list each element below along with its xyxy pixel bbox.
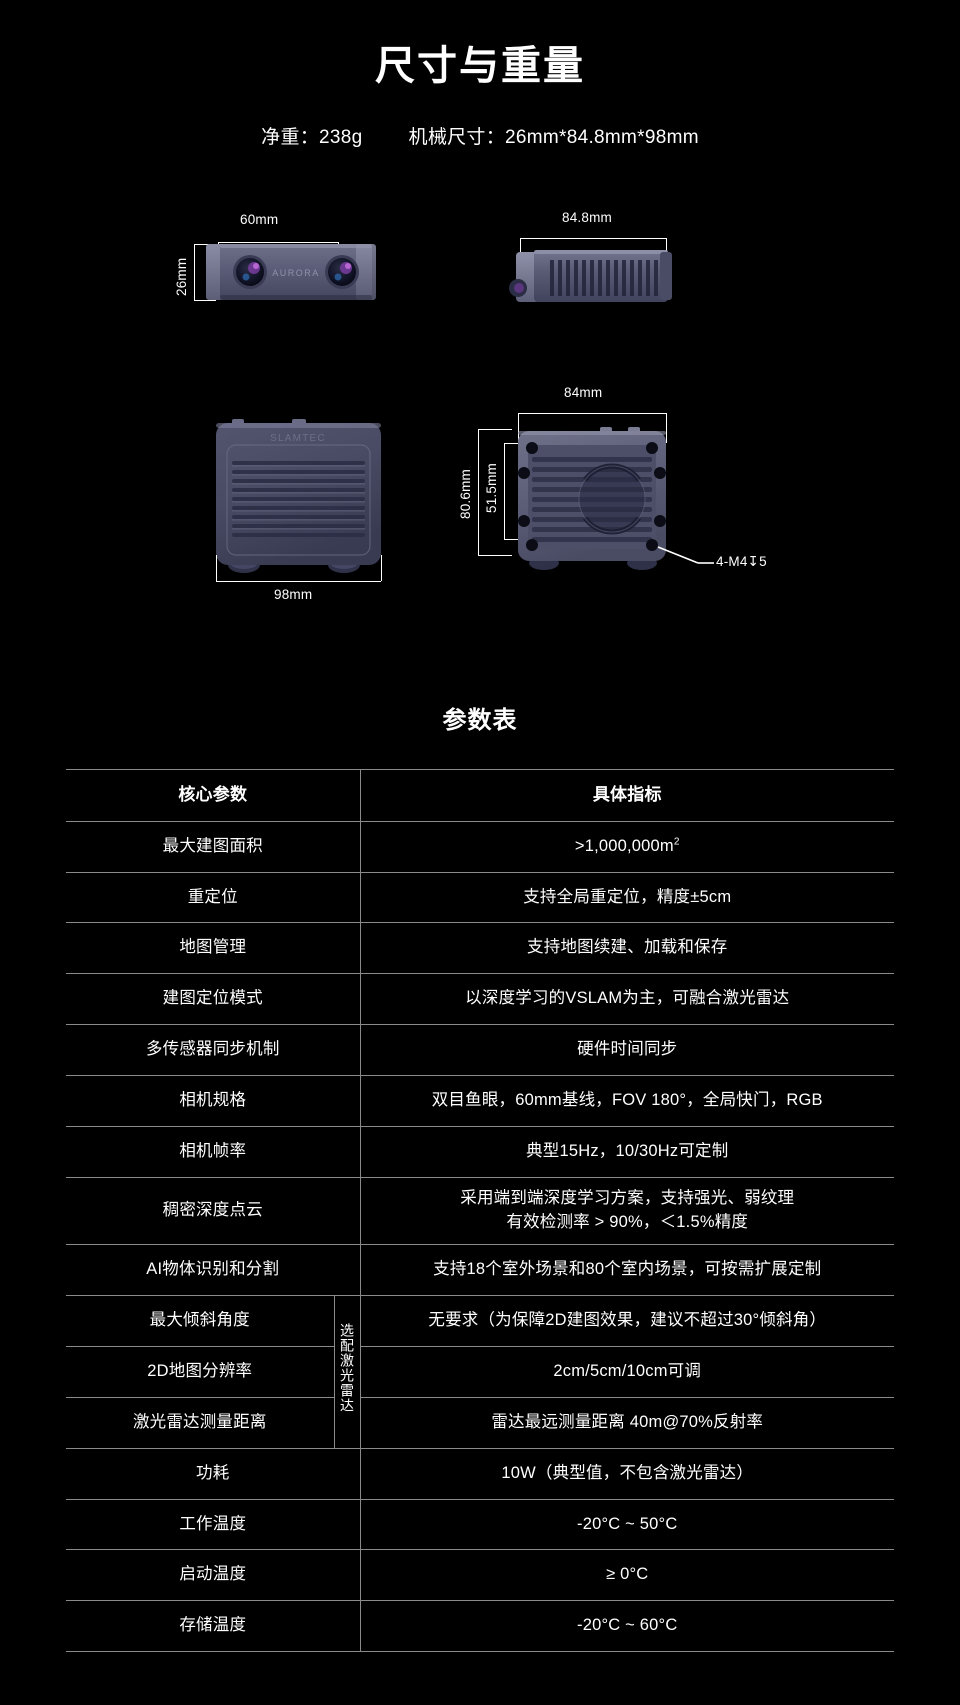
front-view-device: AURORA	[206, 244, 376, 300]
dim-ext-line	[194, 244, 216, 245]
dim-ext-line	[504, 443, 528, 444]
table-row: 重定位 支持全局重定位，精度±5cm	[66, 871, 894, 924]
dim-line	[478, 429, 479, 555]
spec-table-title: 参数表	[442, 707, 518, 734]
row-param: 最大倾斜角度	[66, 1294, 334, 1347]
table-row: AI物体识别和分割 支持18个室外场景和80个室内场景，可按需扩展定制	[66, 1243, 894, 1296]
row-param: 相机帧率	[66, 1126, 360, 1179]
dim-ext-line	[216, 555, 217, 581]
side-view-device	[509, 250, 672, 302]
row-value: 以深度学习的VSLAM为主，可融合激光雷达	[359, 973, 894, 1026]
dim-ext-line	[666, 413, 667, 443]
hero-section: 尺寸与重量 净重：238g 机械尺寸：26mm*84.8mm*98mm	[0, 0, 960, 149]
row-param: 建图定位模式	[66, 973, 360, 1026]
table-header-value: 具体指标	[359, 769, 894, 822]
lidar-group-label: 选配激光雷达	[333, 1294, 361, 1449]
row-param: 多传感器同步机制	[66, 1024, 360, 1077]
dim-ext-line	[518, 413, 519, 443]
row-param: 功耗	[66, 1447, 360, 1500]
table-row: 相机帧率 典型15Hz，10/30Hz可定制	[66, 1126, 894, 1179]
row-param: 最大建图面积	[66, 820, 360, 873]
bottom-view-thread-note: 4-M4↧5	[716, 554, 767, 569]
dim-ext-line	[381, 555, 382, 581]
dim-line	[520, 238, 666, 239]
spec-table: 核心参数 具体指标 最大建图面积 >1,000,000m2 重定位 支持全局重定…	[66, 769, 894, 1653]
technical-drawings: 60mm 26mm	[0, 190, 960, 650]
row-param: 稠密深度点云	[66, 1177, 360, 1245]
table-header-param: 核心参数	[66, 769, 360, 822]
dim-line	[518, 413, 666, 414]
table-row: 建图定位模式 以深度学习的VSLAM为主，可融合激光雷达	[66, 973, 894, 1026]
bottom-view-width-dim: 84mm	[564, 385, 603, 400]
dim-ext-line	[504, 539, 528, 540]
dim-line	[216, 581, 381, 582]
row-param: 启动温度	[66, 1549, 360, 1602]
table-row: 启动温度 ≥ 0°C	[66, 1549, 894, 1602]
dim-ext-line	[478, 555, 512, 556]
row-value: -20°C ~ 50°C	[359, 1498, 894, 1551]
dim-line	[194, 244, 195, 300]
dim-line	[504, 443, 505, 539]
row-value: 双目鱼眼，60mm基线，FOV 180°，全局快门，RGB	[359, 1075, 894, 1128]
row-param: 存储温度	[66, 1600, 360, 1653]
row-value: 雷达最远测量距离 40m@70%反射率	[359, 1396, 894, 1449]
front-view-width-dim: 60mm	[240, 212, 279, 227]
spec-table-body: 最大建图面积 >1,000,000m2 重定位 支持全局重定位，精度±5cm 地…	[66, 820, 894, 1653]
net-weight-label: 净重：238g	[261, 127, 363, 148]
row-value-line2: 有效检测率 > 90%，＜1.5%精度	[506, 1213, 749, 1232]
spec-table-section: 参数表 核心参数 具体指标 最大建图面积 >1,000,000m2 重定位	[0, 700, 960, 1653]
dim-ext-line	[478, 429, 512, 430]
row-value: 2cm/5cm/10cm可调	[359, 1345, 894, 1398]
table-row: 工作温度 -20°C ~ 50°C	[66, 1498, 894, 1551]
table-row: 多传感器同步机制 硬件时间同步	[66, 1024, 894, 1077]
row-value: 采用端到端深度学习方案，支持强光、弱纹理 有效检测率 > 90%，＜1.5%精度	[359, 1177, 894, 1245]
front-view-group: 60mm 26mm	[168, 200, 408, 320]
top-view-width-dim: 98mm	[274, 587, 313, 602]
row-value: 支持全局重定位，精度±5cm	[359, 871, 894, 924]
row-param: 工作温度	[66, 1498, 360, 1551]
row-value: 硬件时间同步	[359, 1024, 894, 1077]
row-param: 重定位	[66, 871, 360, 924]
row-param: 地图管理	[66, 922, 360, 975]
table-row: 地图管理 支持地图续建、加载和保存	[66, 922, 894, 975]
row-value: 无要求（为保障2D建图效果，建议不超过30°倾斜角）	[359, 1294, 894, 1347]
row-param: 激光雷达测量距离	[66, 1396, 334, 1449]
mounting-hole	[518, 442, 666, 551]
top-view-device: SLAMTEC	[216, 419, 381, 573]
top-view-brand-text: SLAMTEC	[270, 433, 326, 444]
row-param: 2D地图分辨率	[66, 1345, 334, 1398]
row-value: 10W（典型值，不包含激光雷达）	[359, 1447, 894, 1500]
row-value-line1: 采用端到端深度学习方案，支持强光、弱纹理	[460, 1189, 795, 1208]
table-row: 相机规格 双目鱼眼，60mm基线，FOV 180°，全局快门，RGB	[66, 1075, 894, 1128]
table-row: 稠密深度点云 采用端到端深度学习方案，支持强光、弱纹理 有效检测率 > 90%，…	[66, 1177, 894, 1245]
superscript: 2	[673, 836, 680, 848]
table-row: 激光雷达测量距离 雷达最远测量距离 40m@70%反射率	[66, 1396, 894, 1449]
table-row: 功耗 10W（典型值，不包含激光雷达）	[66, 1447, 894, 1500]
row-value: 支持18个室外场景和80个室内场景，可按需扩展定制	[359, 1243, 894, 1296]
top-view-group: SLAMTEC 98mm	[196, 405, 416, 620]
row-value: 支持地图续建、加载和保存	[359, 922, 894, 975]
hero-subtitle-row: 净重：238g 机械尺寸：26mm*84.8mm*98mm	[0, 122, 960, 149]
row-param: 相机规格	[66, 1075, 360, 1128]
page-title: 尺寸与重量	[375, 44, 585, 88]
table-row: 2D地图分辨率 2cm/5cm/10cm可调	[66, 1345, 894, 1398]
front-view-brand-text: AURORA	[272, 268, 320, 278]
row-value: ≥ 0°C	[359, 1549, 894, 1602]
dim-ext-line	[194, 300, 216, 301]
row-value: >1,000,000m2	[359, 820, 894, 873]
bottom-view-group: 84mm 80.6mm 51.5mm	[452, 385, 782, 600]
table-row: 最大建图面积 >1,000,000m2	[66, 820, 894, 873]
side-view-group: 84.8mm	[500, 200, 700, 320]
table-row: 最大倾斜角度 选配激光雷达 无要求（为保障2D建图效果，建议不超过30°倾斜角）	[66, 1294, 894, 1449]
dim-line	[218, 242, 338, 243]
side-view-width-dim: 84.8mm	[562, 210, 612, 225]
table-row: 存储温度 -20°C ~ 60°C	[66, 1600, 894, 1653]
table-header-row: 核心参数 具体指标	[66, 769, 894, 822]
bottom-view-device	[518, 427, 714, 570]
row-value: 典型15Hz，10/30Hz可定制	[359, 1126, 894, 1179]
row-param: AI物体识别和分割	[66, 1243, 360, 1296]
mechanical-size-label: 机械尺寸：26mm*84.8mm*98mm	[408, 127, 699, 148]
row-value: -20°C ~ 60°C	[359, 1600, 894, 1653]
